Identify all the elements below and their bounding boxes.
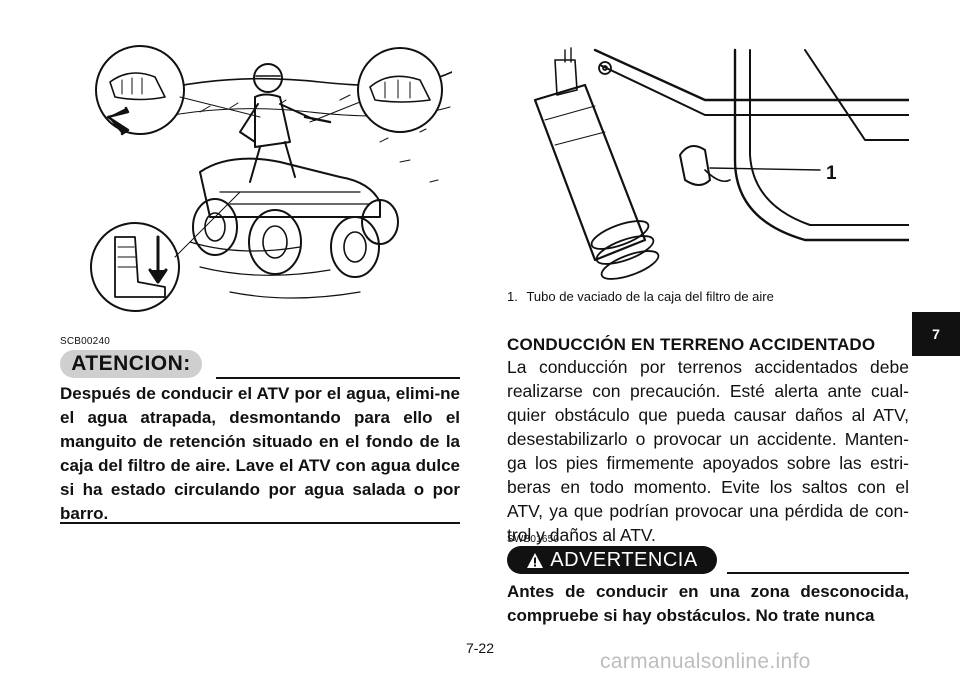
warning-banner-label: ADVERTENCIA	[550, 548, 698, 571]
callout-number: 1	[826, 163, 837, 184]
notice-code: SCB00240	[60, 336, 110, 347]
section-paragraph: La conducción por terrenos accidentados …	[507, 357, 909, 545]
notice-banner: ATENCION:	[60, 350, 202, 378]
notice-text: Después de conducir el ATV por el agua, …	[60, 384, 460, 523]
warning-triangle-icon	[527, 552, 544, 568]
figure-caption: 1. Tubo de vaciado de la caja del filtro…	[507, 289, 774, 304]
chapter-tab: 7	[912, 312, 960, 356]
banner-divider	[216, 377, 460, 379]
section-heading: CONDUCCIÓN EN TERRENO ACCIDENTADO	[507, 335, 876, 354]
watermark: carmanualsonline.info	[600, 650, 811, 673]
caption-number: 1.	[507, 289, 518, 304]
drain-tube-illustration	[505, 40, 911, 280]
warning-banner: ADVERTENCIA	[507, 546, 717, 574]
page-number: 7-22	[465, 640, 495, 656]
caption-text: Tubo de vaciado de la caja del filtro de…	[526, 289, 774, 304]
atv-water-illustration	[80, 42, 453, 314]
warning-divider	[727, 572, 909, 574]
warning-code: SWB01650	[507, 534, 560, 545]
warning-text: Antes de conducir en una zona desconocid…	[507, 582, 909, 625]
notice-bottom-rule	[60, 522, 460, 524]
